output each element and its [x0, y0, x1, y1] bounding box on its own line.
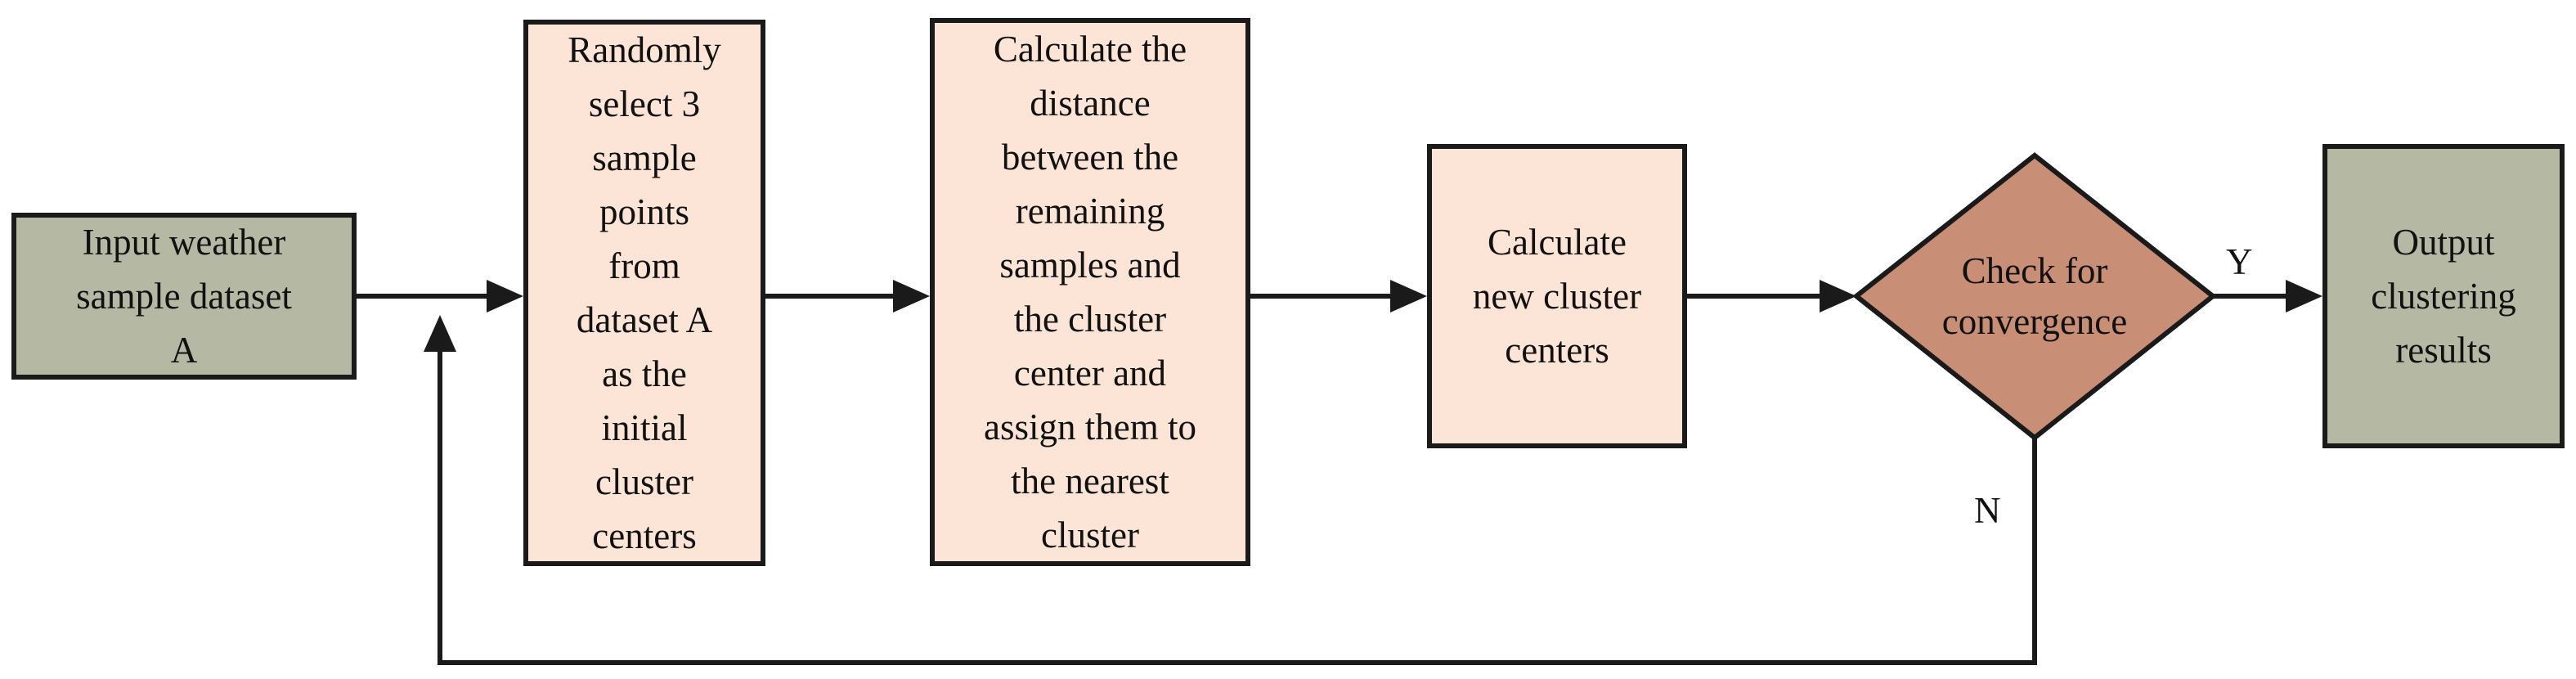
arrowhead-check-to-output [2286, 280, 2322, 313]
output-node: Output clustering results [2322, 144, 2565, 448]
arrowhead-select-to-distance [893, 280, 930, 313]
input-node: Input weather sample dataset A [11, 213, 357, 380]
arrowhead-input-to-select [487, 280, 523, 313]
output-node-label: Output clustering results [2371, 222, 2516, 371]
select-initial-centers-node: Randomly select 3 sample points from dat… [523, 20, 765, 566]
new-cluster-centers-label: Calculate new cluster centers [1472, 222, 1642, 371]
decision-diamond [1852, 152, 2217, 441]
input-node-label: Input weather sample dataset A [76, 222, 292, 371]
new-cluster-centers-node: Calculate new cluster centers [1427, 144, 1687, 448]
no-edge-label: N [1974, 490, 2001, 531]
check-convergence-label-box: Check for convergence [1905, 229, 2164, 363]
check-convergence-label: Check for convergence [1941, 250, 2128, 342]
select-initial-centers-label: Randomly select 3 sample points from dat… [568, 29, 721, 556]
arrowhead-feedback-loop [424, 315, 456, 352]
calculate-distance-node: Calculate the distance between the remai… [930, 18, 1250, 566]
arrowhead-distance-to-new-centers [1390, 280, 1427, 313]
calculate-distance-label: Calculate the distance between the remai… [984, 29, 1196, 555]
feedback-loop-line [438, 352, 2037, 665]
yes-edge-label: Y [2226, 241, 2253, 282]
arrowhead-new-centers-to-check [1820, 280, 1856, 313]
